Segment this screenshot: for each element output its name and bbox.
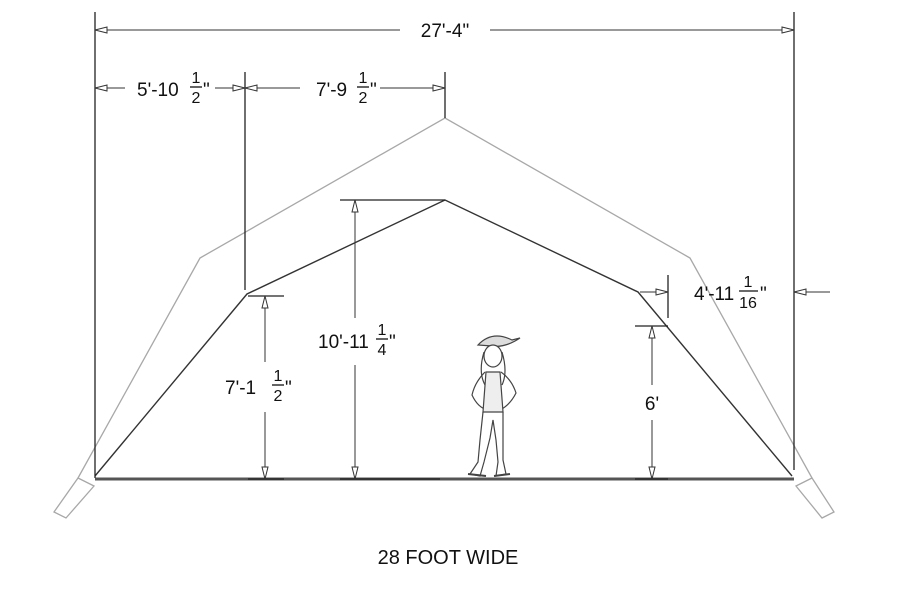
dim-whole: 4'-11 [694,284,734,305]
dim-numerator: 1 [378,322,387,339]
outer-roof-outline [53,117,835,519]
overall-width-label: 27'-4" [421,21,469,42]
dim-whole: 7'-9 [316,80,347,101]
half-span-label: 7'-9 1 2 " [316,70,377,107]
dim-numerator: 1 [744,274,753,291]
side-offset-label: 4'-11 1 16 " [694,274,767,312]
dim-suffix: " [370,80,377,101]
inner-roof-outline [94,199,793,477]
dim-denominator: 2 [274,388,283,405]
dim-denominator: 2 [359,90,368,107]
dimension-lines [94,26,830,480]
peak-height-label: 10'-11 1 4 " [318,322,396,359]
dim-denominator: 2 [192,90,201,107]
dim-whole: 7'-1 [225,378,256,399]
dim-numerator: 1 [274,368,283,385]
dim-suffix: " [285,378,292,399]
dim-suffix: " [203,80,210,101]
dim-numerator: 1 [359,70,368,87]
dim-suffix: " [389,332,396,353]
diagram-caption: 28 FOOT WIDE [378,547,519,569]
person-scale-figure [467,335,521,477]
dim-denominator: 16 [739,295,757,312]
dim-numerator: 1 [192,70,201,87]
dim-denominator: 4 [378,342,387,359]
dim-whole: 5'-10 [137,80,179,101]
dim-whole: 10'-11 [318,332,369,353]
left-offset-label: 5'-10 1 2 " [137,70,210,107]
dim-suffix: " [760,284,767,305]
eave-height-label: 7'-1 1 2 " [225,368,292,405]
side-clearance-label: 6' [645,394,659,415]
